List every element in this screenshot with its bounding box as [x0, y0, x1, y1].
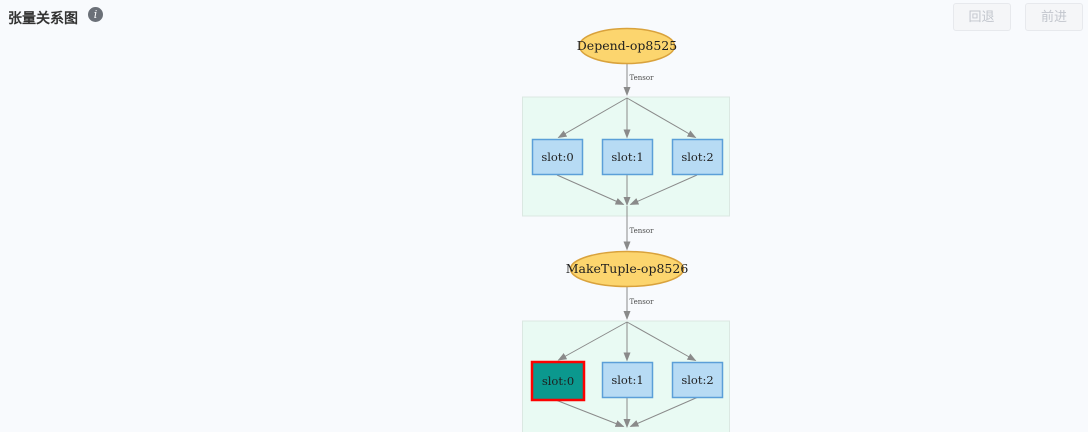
slot-label: slot:1 [611, 150, 643, 164]
slot-node[interactable] [601, 361, 654, 399]
slot-node-highlighted[interactable] [530, 360, 586, 402]
operator-node-depend[interactable] [578, 27, 676, 65]
slot-label: slot:0 [541, 150, 573, 164]
slot-label: slot:2 [681, 373, 713, 387]
forward-button[interactable]: 前进 [1025, 3, 1083, 31]
slot-node[interactable] [531, 138, 584, 176]
edge-label-tensor: Tensor [630, 298, 655, 306]
edge-line [629, 174, 698, 205]
slot-label: slot:1 [611, 373, 643, 387]
slot-node[interactable] [671, 138, 724, 176]
slot-label: slot:0 [542, 374, 574, 388]
back-button[interactable]: 回退 [952, 3, 1011, 31]
slot-node[interactable] [601, 138, 654, 176]
edge-line [626, 97, 697, 138]
edge-label-tensor: Tensor [630, 227, 655, 235]
slot-node[interactable] [671, 361, 724, 399]
edge-line [556, 400, 625, 427]
operator-node-label: MakeTuple-op8526 [566, 261, 689, 276]
edge-line [557, 97, 628, 138]
edge-line [557, 321, 628, 361]
info-icon[interactable]: i [88, 7, 103, 22]
page-title: 张量关系图 [8, 10, 78, 26]
operator-node-label: Depend-op8525 [577, 38, 677, 53]
edge-line [556, 174, 625, 205]
operator-node-maketuple[interactable] [569, 250, 685, 288]
header-bar: 张量关系图 i 回退 前进 [0, 0, 1088, 36]
history-button-group: 回退 前进 [943, 3, 1083, 31]
edge-line [626, 321, 697, 361]
edge-line [629, 397, 698, 427]
edge-layer [556, 63, 698, 428]
slot-label: slot:2 [681, 150, 713, 164]
edge-label-tensor: Tensor [630, 74, 655, 82]
